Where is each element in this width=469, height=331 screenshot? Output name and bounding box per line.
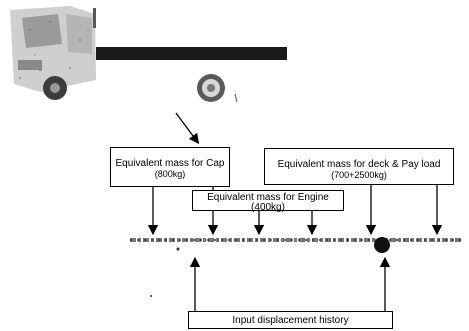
truck-grille [18,60,42,70]
cap-mass-label-box: Equivalent mass for Cap (800kg) [110,147,230,187]
input-displacement-box: Input displacement history [188,311,393,329]
truck-image [10,6,287,103]
input-displacement-label: Input displacement history [232,315,349,326]
deck-mass-value: (700+2500kg) [331,170,387,180]
front-axle-node [176,247,180,251]
mass-arrows [147,185,443,236]
rear-axle-node [374,237,390,253]
input-arrows [189,256,391,311]
engine-mass-label-box: Equivalent mass for Engine (400kg) [192,190,344,213]
deck-mass-label-box: Equivalent mass for deck & Pay load (700… [264,148,454,185]
engine-mass-label: Equivalent mass for Engine [207,192,329,203]
beam-model [130,237,462,253]
cap-mass-value: (800kg) [154,169,186,179]
deck-mass-label: Equivalent mass for deck & Pay load [277,159,441,170]
cap-mass-label: Equivalent mass for Cap [115,158,225,169]
truck-chassis-frame [96,47,287,60]
truck-door-window [66,14,92,54]
truck-windshield [22,14,62,48]
truck-mirror [93,8,96,28]
pointer-arrow [175,112,200,145]
engine-mass-value: (400kg) [251,202,285,213]
